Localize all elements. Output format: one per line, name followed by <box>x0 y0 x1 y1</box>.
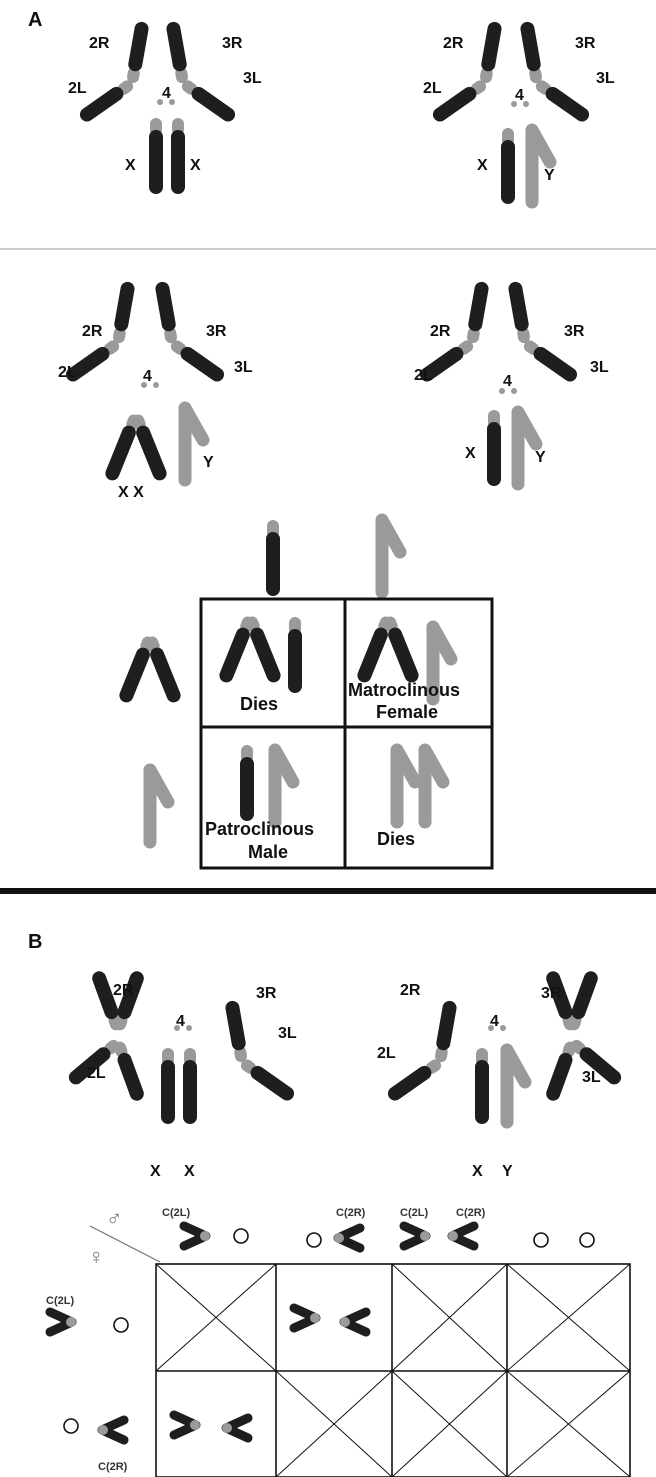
label-3L: 3L <box>278 1025 297 1042</box>
label-3L: 3L <box>590 359 609 376</box>
col2-label: C(2R) <box>336 1207 366 1219</box>
label-3L: 3L <box>243 70 262 87</box>
viable-cell-2 <box>174 1415 248 1438</box>
male-symbol: ♂ <box>106 1206 123 1231</box>
label-2L: 2L <box>87 1065 106 1082</box>
label-X: X <box>190 157 201 174</box>
karyotype-male-b <box>385 969 624 1124</box>
label-X: X <box>184 1163 195 1180</box>
label-2L: 2L <box>68 80 87 97</box>
label-2L: 2L <box>377 1045 396 1062</box>
karyotype-male-a2 <box>417 281 580 486</box>
label-3R: 3R <box>256 985 277 1002</box>
label-4: 4 <box>503 373 512 390</box>
col3-compound-2 <box>448 1226 474 1246</box>
label-3R: 3R <box>575 35 596 52</box>
row1-nullo-icon <box>113 1317 129 1333</box>
cell-tl-chromosomes <box>217 614 302 693</box>
label-2R: 2R <box>430 323 451 340</box>
panel-b-label: B <box>28 931 42 953</box>
label-4: 4 <box>162 85 171 102</box>
cell-bl-chromosomes <box>240 745 293 822</box>
label-2L: 2L <box>423 80 442 97</box>
col3-label-2: C(2R) <box>456 1207 486 1219</box>
label-Y: Y <box>535 449 546 466</box>
viable-cell-1 <box>294 1308 366 1332</box>
label-3R: 3R <box>222 35 243 52</box>
label-X: X <box>472 1163 483 1180</box>
col3-label-1: C(2L) <box>400 1207 428 1219</box>
cell-br-text: Dies <box>377 829 415 849</box>
label-2L: 2L <box>414 367 433 384</box>
female-symbol: ♀ <box>88 1244 105 1269</box>
label-Y: Y <box>544 167 555 184</box>
panel-a-label: A <box>28 9 42 31</box>
cell-tr-text-2: Female <box>376 702 438 722</box>
row1-label: C(2L) <box>46 1295 74 1307</box>
cell-tr-text-1: Matroclinous <box>348 680 460 700</box>
cell-tl-text: Dies <box>240 694 278 714</box>
header-diagonal <box>89 1225 161 1263</box>
label-3L: 3L <box>596 70 615 87</box>
cross-grid-x-marks <box>155 1263 631 1477</box>
label-4: 4 <box>490 1013 499 1030</box>
label-Y: Y <box>203 454 214 471</box>
row1-compound <box>50 1312 76 1332</box>
label-4: 4 <box>143 368 152 385</box>
label-4: 4 <box>176 1013 185 1030</box>
label-2R: 2R <box>113 982 134 999</box>
col3-compound-1 <box>404 1226 430 1246</box>
label-3R: 3R <box>206 323 227 340</box>
label-2R: 2R <box>443 35 464 52</box>
label-2R: 2R <box>82 323 103 340</box>
gamete-y-egg <box>150 770 168 842</box>
col1-nullo-icon <box>233 1228 249 1244</box>
label-X: X <box>150 1163 161 1180</box>
divider-panels <box>0 888 656 894</box>
punnett-square <box>199 597 494 870</box>
gamete-x <box>266 520 280 596</box>
col2-nullo-icon <box>306 1232 322 1248</box>
gamete-attached-x <box>117 634 183 705</box>
row2-nullo-icon <box>63 1418 79 1434</box>
cell-br-chromosomes <box>397 750 443 822</box>
label-X: X <box>477 157 488 174</box>
label-3L: 3L <box>582 1069 601 1086</box>
cell-bl-text-2: Male <box>248 842 288 862</box>
col2-compound <box>334 1228 360 1248</box>
label-2R: 2R <box>400 982 421 999</box>
row2-compound <box>98 1420 124 1440</box>
col4-nullo-icon-1 <box>533 1232 549 1248</box>
col4-nullo-icon-2 <box>579 1232 595 1248</box>
label-3R: 3R <box>564 323 585 340</box>
label-X: X <box>125 157 136 174</box>
label-2R: 2R <box>89 35 110 52</box>
label-3L: 3L <box>234 359 253 376</box>
cell-bl-text-1: Patroclinous <box>205 819 314 839</box>
label-2L: 2L <box>58 364 77 381</box>
label-3R: 3R <box>541 985 562 1002</box>
row2-label: C(2R) <box>98 1461 128 1473</box>
col1-compound <box>184 1226 210 1246</box>
label-Y: Y <box>502 1163 513 1180</box>
label-X: X <box>465 445 476 462</box>
label-4: 4 <box>515 87 524 104</box>
col1-label: C(2L) <box>162 1207 190 1219</box>
gamete-y <box>382 520 400 592</box>
label-XX: X X <box>118 484 144 501</box>
